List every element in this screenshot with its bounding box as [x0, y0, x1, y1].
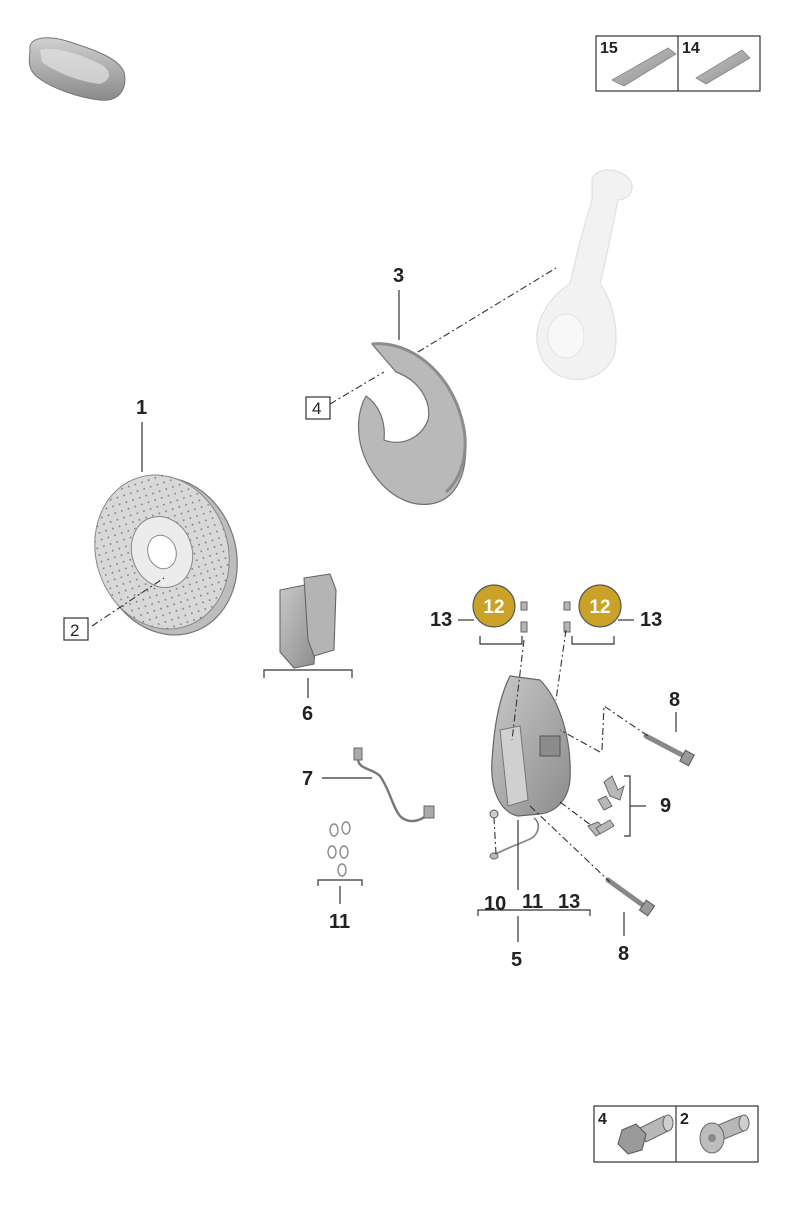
- brake-pipe: [489, 817, 540, 860]
- legend-bottom: 4 2: [593, 1105, 759, 1163]
- paste-tube-icon: [695, 49, 751, 85]
- countersunk-screw-icon: [699, 1114, 750, 1154]
- badge-right: 12: [578, 584, 622, 628]
- callout-lines: [141, 290, 677, 942]
- callout-bolt-upper: 8: [669, 689, 680, 711]
- badge-right-label: 12: [589, 597, 610, 618]
- steering-knuckle: [536, 169, 633, 380]
- badge-left: 12: [472, 584, 516, 628]
- callout-cover-screw-box: [305, 396, 331, 420]
- callout-seal-ring-kit: 11: [329, 911, 350, 933]
- callout-caliper-sub-b: 11: [522, 891, 543, 913]
- brake-cover-plate: [357, 342, 467, 505]
- brake-caliper: [489, 675, 571, 819]
- vehicle-thumbnail: [28, 37, 126, 101]
- legend-item-4-label: 4: [598, 1111, 607, 1128]
- callout-cover-screw: 4: [312, 399, 321, 418]
- callout-disc: 1: [136, 397, 147, 419]
- legend-item-15-label: 15: [600, 40, 618, 57]
- callout-caliper-sub-a: 10: [484, 893, 506, 915]
- spring-kit: [587, 775, 625, 837]
- grease-tube-icon: [611, 47, 677, 87]
- legend-item-14-label: 14: [682, 40, 700, 57]
- callout-bleeder-left: 13: [430, 609, 452, 631]
- legend-top: 15 14: [595, 35, 761, 92]
- callout-labels: 1 2 3 4 6 7 11 10 11 13 5 8 9 8 13 13: [63, 265, 680, 971]
- legend-item-2-label: 2: [680, 1111, 689, 1128]
- caliper-bolts: [605, 733, 695, 917]
- callout-bleeder-right: 13: [640, 609, 662, 631]
- brake-pads: [279, 573, 337, 669]
- leader-lines: [91, 267, 649, 883]
- callout-pads: 6: [302, 703, 313, 725]
- callout-disc-screw-box: [63, 617, 89, 641]
- bleeder-parts: [520, 601, 571, 633]
- callout-wear-sensor: 7: [302, 768, 313, 790]
- callout-caliper-sub-c: 13: [558, 891, 580, 913]
- callout-bolt-lower: 8: [618, 943, 629, 965]
- seal-rings: [327, 821, 351, 877]
- callout-cover-plate: 3: [393, 265, 404, 287]
- callout-caliper: 5: [511, 949, 522, 971]
- callout-spring-kit: 9: [660, 795, 671, 817]
- callout-disc-screw: 2: [70, 621, 79, 640]
- hex-bolt-icon: [617, 1114, 674, 1155]
- wear-sensor: [353, 747, 435, 823]
- badge-left-label: 12: [483, 597, 504, 618]
- brake-disc: [94, 474, 238, 636]
